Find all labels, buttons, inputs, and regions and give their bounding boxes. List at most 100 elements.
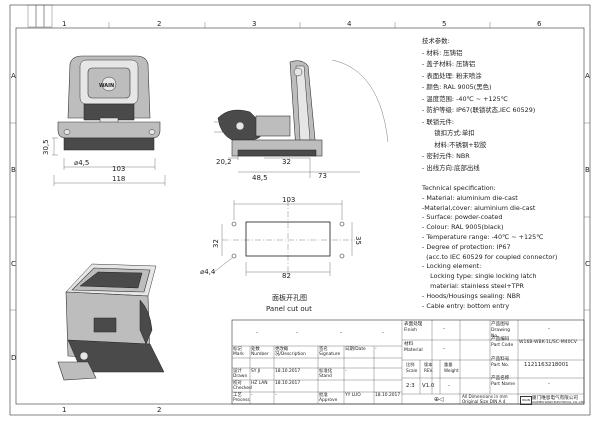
drawing-no-value: - bbox=[548, 326, 550, 332]
front-height-dim: 30,5 bbox=[42, 139, 50, 155]
tech-spec-cn-line: 技术参数: bbox=[422, 37, 450, 45]
finish-label: 表面处理 Finish bbox=[404, 322, 423, 333]
grid-row-b: B bbox=[11, 166, 16, 174]
tech-spec-cn-line: - 盖子材料: 压铸铝 bbox=[422, 60, 476, 68]
material-label: 材料 Material bbox=[404, 342, 423, 353]
tech-spec-en-line: - Cable entry: bottom entry bbox=[422, 301, 510, 310]
tech-spec-en-line: Locking type: single locking latch bbox=[422, 272, 537, 281]
cutout-82-dim: 82 bbox=[282, 272, 291, 280]
grid-row-d: D bbox=[11, 354, 16, 362]
iso-view bbox=[57, 263, 165, 381]
revision-cell-num: HZ LAN bbox=[251, 381, 268, 386]
front-inner-width-dim: 103 bbox=[112, 165, 125, 173]
grid-col-5: 5 bbox=[442, 20, 446, 28]
material-value: - bbox=[443, 346, 445, 352]
cutout-hole-tr bbox=[339, 221, 345, 227]
front-mounting-hole-left bbox=[63, 129, 71, 135]
company-name-cn: 厦门唯恩电气有限公司 bbox=[532, 396, 578, 401]
tech-spec-en-line: - Surface: powder-coated bbox=[422, 213, 503, 222]
part-code-value: W16B-WBK-1L/SC-M40CV bbox=[519, 340, 577, 345]
front-view: WAIN bbox=[57, 55, 161, 151]
iso-latch bbox=[93, 317, 117, 333]
side-view bbox=[214, 59, 389, 157]
grid-col-2: 2 bbox=[157, 20, 161, 28]
revision-cell-num: SY JI bbox=[251, 369, 261, 374]
revision-cell-num: 处数 Number bbox=[251, 347, 269, 357]
tech-spec-en-line: material: stainless steel+TPR bbox=[422, 281, 524, 290]
revision-cell-mark: 标记 Mark bbox=[233, 347, 244, 357]
side-73-dim: 73 bbox=[318, 172, 327, 180]
revision-cell-desc: 18.10.2017 bbox=[275, 369, 301, 374]
revision-cell-num: - bbox=[251, 393, 253, 398]
grid-col-6: 6 bbox=[537, 20, 542, 28]
blank-dash-1: - bbox=[256, 330, 258, 336]
grid-row-a-right: A bbox=[585, 72, 590, 80]
side-logo-icon bbox=[293, 67, 303, 77]
tech-spec-en-line: - Degree of protection: IP67 bbox=[422, 242, 511, 251]
revision-cell-date: - bbox=[345, 369, 347, 374]
projection-symbol-icon: ⊕◁ bbox=[434, 396, 444, 403]
front-dimensions: 30,5 ⌀4,5 103 118 bbox=[42, 137, 166, 186]
blank-dash-3: - bbox=[340, 330, 342, 336]
dims-note: All Dimensions in mm Original Size DIN A… bbox=[462, 394, 508, 404]
panel-cutout: 103 32 35 82 ⌀4,4 bbox=[200, 196, 362, 280]
revision-cell-date: YY LUO bbox=[345, 393, 361, 398]
part-name-label: 产品名称 Part Name bbox=[491, 376, 516, 387]
tech-spec-en-list: Technical specification:- Material: alum… bbox=[422, 184, 592, 311]
corner-stamp bbox=[27, 4, 53, 28]
weight-label: 重量 Weight bbox=[444, 362, 459, 373]
cutout-rectangle bbox=[245, 221, 331, 257]
title-blank-area: - - - - bbox=[256, 330, 384, 336]
tech-spec-en-line: - Temperature range: -40℃ ~ +125℃ bbox=[422, 232, 544, 241]
blank-dash-4: - bbox=[382, 330, 384, 336]
tech-spec-cn-line: 材料:不锈钢+软胶 bbox=[422, 140, 487, 149]
tech-spec-cn-list: 技术参数:- 材料: 压铸铝- 盖子材料: 压铸铝- 表面处理: 粉末喷涂- 颜… bbox=[422, 36, 592, 174]
drawing-no-label: 产品图号 Drawing No. bbox=[491, 322, 511, 339]
blank-dash-2: - bbox=[296, 330, 298, 336]
title-block bbox=[231, 319, 585, 405]
finish-value: - bbox=[443, 326, 445, 332]
tech-spec-en-line: Technical specification: bbox=[422, 184, 496, 192]
weight-value: - bbox=[448, 383, 450, 389]
front-hole-dim: ⌀4,5 bbox=[74, 159, 89, 167]
grid-row-b-right: B bbox=[585, 166, 590, 174]
revision-cell-extra: - bbox=[375, 347, 377, 352]
grid-row-c: C bbox=[11, 260, 16, 268]
tech-spec-cn-line: - 密封元件: NBR bbox=[422, 152, 470, 160]
cutout-hole-br bbox=[339, 253, 345, 259]
revision-cell-sign: 批准 Approve bbox=[319, 393, 338, 403]
tech-spec-en-line: - Colour: RAL 9005(black) bbox=[422, 223, 504, 232]
outer-frame bbox=[9, 4, 591, 416]
cutout-103-dim: 103 bbox=[282, 196, 295, 204]
side-dimensions: 20,2 32 48,5 73 bbox=[216, 150, 360, 182]
part-no-value: 1121163218001 bbox=[524, 362, 569, 368]
revision-cell-desc: - bbox=[275, 393, 277, 398]
tech-spec-en-line: - Hoods/Housings sealing: NBR bbox=[422, 291, 521, 300]
front-outer-width-dim: 118 bbox=[112, 175, 125, 183]
grid-row-c-right: C bbox=[585, 260, 590, 268]
tech-spec-cn-line: - 联锁元件: bbox=[422, 117, 455, 126]
revision-cell-extra: 18.10.2017 bbox=[375, 393, 401, 398]
cutout-label-cn: 面板开孔图 bbox=[272, 293, 307, 302]
revision-cell-mark: 工艺 Process bbox=[233, 393, 250, 403]
company-name-en: XIAMEN WAIN ELECTRICAL CO.,LTD bbox=[532, 400, 585, 404]
company-logo: WAIN bbox=[520, 396, 532, 405]
grid-col-1-bottom: 1 bbox=[62, 406, 66, 414]
revision-cell-desc: 更改概况/Description bbox=[275, 347, 306, 357]
grid-col-4: 4 bbox=[347, 20, 352, 28]
side-32-dim: 32 bbox=[282, 158, 291, 166]
tech-spec-cn-line: - 防护等级: IP67(联锁状态,IEC 60529) bbox=[422, 106, 536, 114]
cutout-hole-bl bbox=[231, 253, 237, 259]
grid-row-a: A bbox=[11, 72, 16, 80]
cutout-35-dim: 35 bbox=[354, 236, 362, 245]
revision-cell-sign: 签名 Signature bbox=[319, 347, 341, 357]
tech-spec-en: Technical specification:- Material: alum… bbox=[422, 184, 592, 311]
tech-spec-cn: 技术参数:- 材料: 压铸铝- 盖子材料: 压铸铝- 表面处理: 粉末喷涂- 颜… bbox=[422, 36, 592, 174]
revision-cell-mark: 设计 Drawn bbox=[233, 369, 248, 379]
tech-spec-en-line: (acc.to IEC 60529 for coupled connector) bbox=[422, 252, 558, 261]
front-mounting-hole-right bbox=[148, 129, 156, 135]
revision-cell-date: 日期/Date bbox=[345, 347, 366, 352]
cutout-hole-tl bbox=[231, 221, 237, 227]
